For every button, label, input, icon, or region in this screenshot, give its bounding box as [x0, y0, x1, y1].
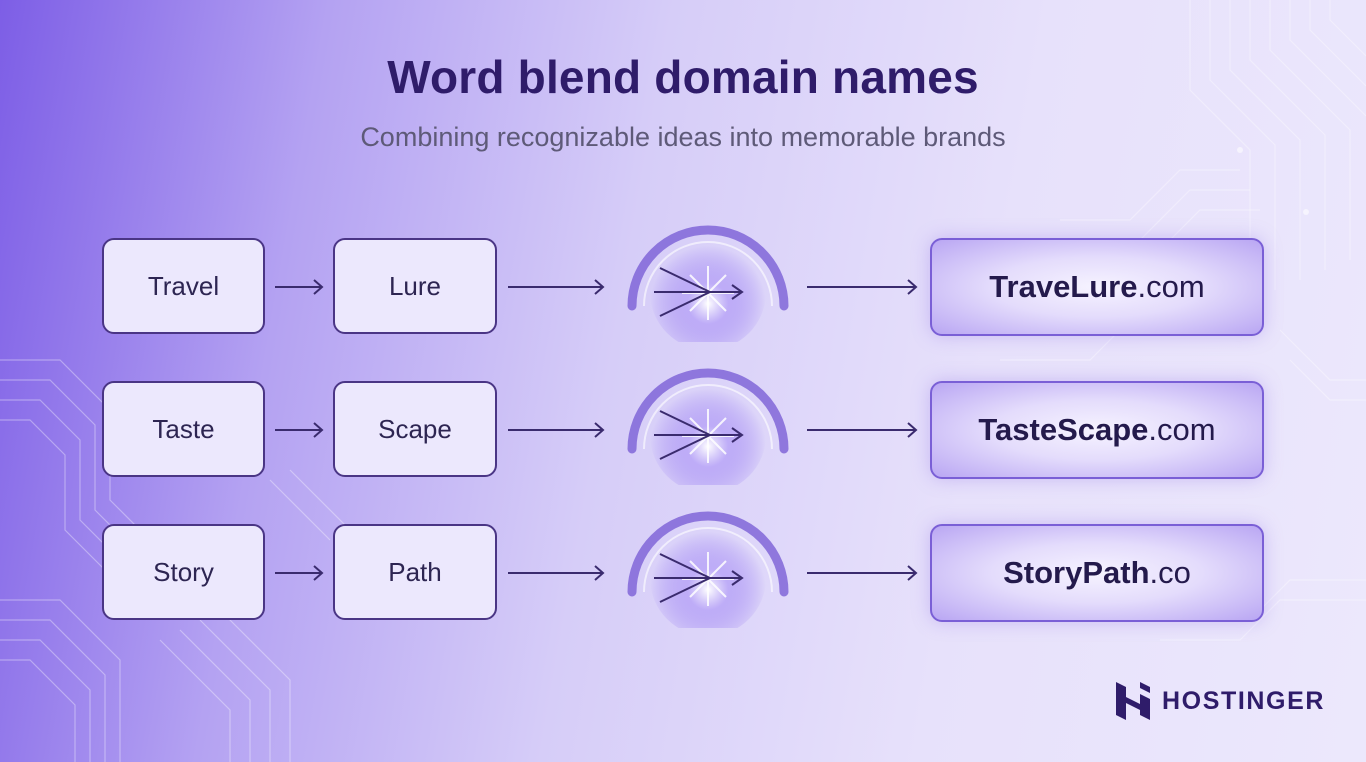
arrow-right-icon: [807, 279, 918, 295]
brand-name: HOSTINGER: [1162, 686, 1326, 715]
second-word-box: Lure: [333, 238, 497, 334]
arrow-right-icon: [275, 279, 324, 295]
blend-row: Travel Lure: [0, 225, 1366, 342]
word-blend-icon: [627, 225, 789, 342]
hostinger-logo: HOSTINGER: [1114, 680, 1325, 722]
domain-tld: .co: [1149, 555, 1191, 590]
page-title: Word blend domain names: [387, 51, 979, 103]
first-word-box: Travel: [102, 238, 265, 334]
domain-tld: .com: [1148, 412, 1216, 447]
word-blend-icon: [627, 368, 789, 485]
domain-name: TraveLure: [989, 269, 1138, 304]
first-word-box: Taste: [102, 381, 265, 477]
arrow-right-icon: [275, 565, 324, 581]
domain-result-box: StoryPath.co: [930, 524, 1264, 622]
page-subtitle: Combining recognizable ideas into memora…: [360, 122, 1006, 152]
arrow-right-icon: [508, 422, 605, 438]
domain-tld: .com: [1137, 269, 1205, 304]
hostinger-logo-icon: [1116, 682, 1150, 720]
blend-row: Story Path: [0, 511, 1366, 628]
second-word-box: Scape: [333, 381, 497, 477]
arrow-right-icon: [275, 422, 324, 438]
arrow-right-icon: [508, 565, 605, 581]
blend-row: Taste Scape: [0, 368, 1366, 485]
domain-name: StoryPath: [1003, 555, 1150, 590]
domain-name: TasteScape: [978, 412, 1149, 447]
second-word-box: Path: [333, 524, 497, 620]
first-word-box: Story: [102, 524, 265, 620]
domain-result-box: TasteScape.com: [930, 381, 1264, 479]
domain-result-box: TraveLure.com: [930, 238, 1264, 336]
word-blend-icon: [627, 511, 789, 628]
arrow-right-icon: [508, 279, 605, 295]
arrow-right-icon: [807, 565, 918, 581]
arrow-right-icon: [807, 422, 918, 438]
